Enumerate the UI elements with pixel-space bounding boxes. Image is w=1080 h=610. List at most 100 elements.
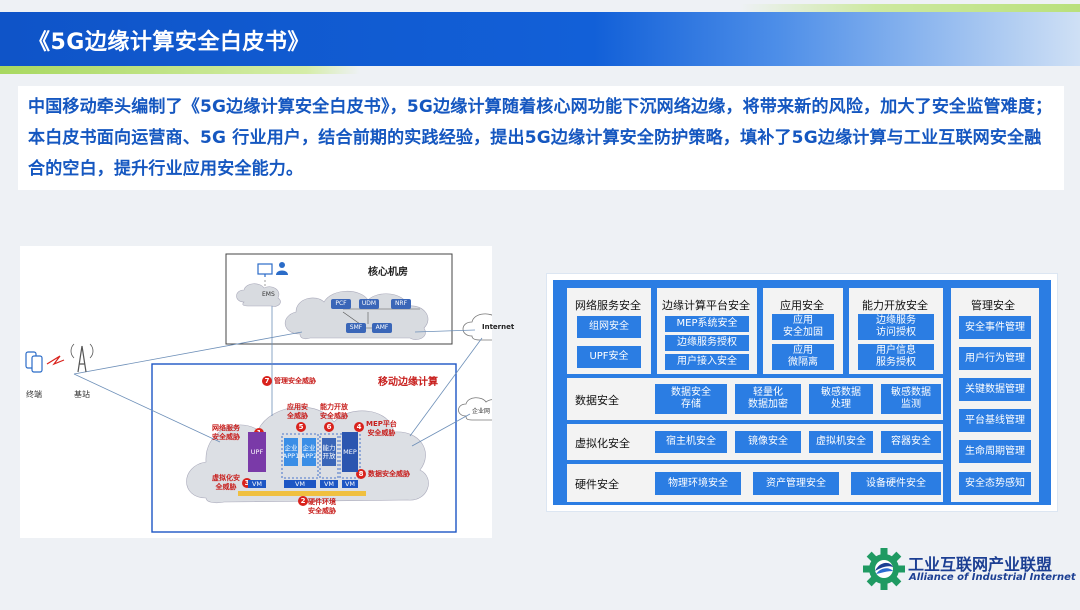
vm-box: VM: [284, 480, 316, 488]
item-asset-mgmt: 资产管理安全: [753, 472, 839, 495]
item-service-access-auth: 边缘服务 访问授权: [858, 314, 934, 340]
panel-network-service: 网络服务安全 组网安全 UPF安全: [567, 288, 651, 374]
panel-management: 管理安全 安全事件管理 用户行为管理 关键数据管理 平台基线管理 生命周期管理 …: [951, 288, 1039, 502]
mec-frame: [151, 363, 457, 533]
logo-chinese-name: 工业互联网产业联盟: [908, 555, 1053, 574]
nrf-node: NRF: [391, 299, 411, 309]
app2-box: 企业 APP2: [301, 438, 317, 466]
panel-capability: 能力开放安全 边缘服务 访问授权 用户信息 服务授权: [849, 288, 943, 374]
panel-hardware: 硬件安全 物理环境安全 资产管理安全 设备硬件安全: [567, 464, 943, 502]
threat-label: 管理安全威胁: [274, 377, 316, 385]
udm-node: UDM: [359, 299, 379, 309]
panel-virtualization: 虚拟化安全 宿主机安全 镜像安全 虚拟机安全 容器安全: [567, 424, 943, 460]
threat-number: 6: [324, 422, 334, 432]
signal-icon: [46, 355, 65, 366]
internet-label: Internet: [482, 323, 515, 331]
item-user-info-auth: 用户信息 服务授权: [858, 344, 934, 370]
diagram-graphics: [25, 253, 492, 533]
header-accent-top: [740, 4, 1080, 14]
intro-panel: 中国移动牵头编制了《5G边缘计算安全白皮书》，5G边缘计算随着核心网功能下沉网络…: [18, 86, 1064, 190]
app1-box: 企业 APP1: [283, 438, 299, 466]
user-icon: [279, 262, 285, 268]
vm-box: VM: [342, 480, 358, 488]
enterprise-net-label: 企业网: [472, 408, 491, 415]
threat-label: 虚拟化安 全威胁: [212, 474, 240, 491]
item-sensitive-processing: 敏感数据 处理: [809, 384, 873, 414]
threat-label: 网络服务 安全威胁: [212, 424, 240, 441]
item-vm-security: 虚拟机安全: [809, 431, 873, 453]
vm-box: VM: [248, 480, 266, 488]
intro-text: 中国移动牵头编制了《5G边缘计算安全白皮书》，5G边缘计算随着核心网功能下沉网络…: [28, 97, 1053, 179]
item-physical-env: 物理环境安全: [655, 472, 741, 495]
threat-label: 硬件环境 安全威胁: [308, 498, 336, 515]
amf-node: AMF: [372, 323, 392, 333]
mec-title: 移动边缘计算: [378, 377, 438, 388]
core-room-frame: [225, 253, 453, 345]
vm-box: VM: [320, 480, 338, 488]
item-app-hardening: 应用 安全加固: [772, 314, 834, 340]
security-architecture: 网络服务安全 组网安全 UPF安全 边缘计算平台安全 MEP系统安全 边缘服务授…: [546, 273, 1058, 512]
item-edge-auth: 边缘服务授权: [665, 335, 749, 351]
panel-edge-platform: 边缘计算平台安全 MEP系统安全 边缘服务授权 用户接入安全: [657, 288, 757, 374]
mep-box: MEP: [342, 432, 358, 472]
panel-title: 边缘计算平台安全: [662, 299, 750, 312]
item-device-hardware: 设备硬件安全: [851, 472, 941, 495]
threat-label: 应用安 全威胁: [287, 403, 308, 420]
threat-label: 能力开放 安全威胁: [320, 403, 348, 420]
ems-cloud: [236, 283, 281, 307]
threat-label: 数据安全威胁: [368, 470, 410, 478]
item-sensitive-monitoring: 敏感数据 监测: [881, 384, 941, 414]
item-data-storage: 数据安全 存储: [655, 384, 727, 414]
threat-number: 3: [242, 478, 252, 488]
item-behavior-mgmt: 用户行为管理: [959, 347, 1031, 370]
upf-box: UPF: [248, 432, 266, 472]
item-networking-security: 组网安全: [577, 316, 641, 338]
threat-label: MEP平台 安全威胁: [366, 420, 397, 437]
item-container-security: 容器安全: [881, 431, 941, 453]
panel-title: 虚拟化安全: [575, 437, 630, 450]
antenna-icon: [77, 345, 87, 373]
mec-threat-diagram: PCF UDM NRF SMF AMF 核心机房 EMS Internet 企业…: [20, 246, 514, 538]
panel-title: 应用安全: [780, 299, 824, 312]
enterprise-cloud: [458, 397, 492, 421]
pcf-node: PCF: [331, 299, 351, 309]
threat-number: 5: [296, 422, 306, 432]
architecture-grid: 网络服务安全 组网安全 UPF安全 边缘计算平台安全 MEP系统安全 边缘服务授…: [553, 280, 1051, 505]
item-mep-security: MEP系统安全: [665, 316, 749, 332]
title-bar: [0, 12, 1080, 66]
threat-number: 4: [354, 422, 364, 432]
base-station-label: 基站: [74, 390, 90, 399]
page-title: 《5G边缘计算安全白皮书》: [28, 30, 310, 55]
monitor-icon: [257, 263, 273, 275]
threat-number: 7: [262, 376, 272, 386]
threat-number: 8: [356, 469, 366, 479]
item-host-security: 宿主机安全: [655, 431, 727, 453]
threat-number: 2: [298, 496, 308, 506]
panel-title: 能力开放安全: [862, 299, 928, 312]
panel-title: 数据安全: [575, 394, 619, 407]
panel-title: 管理安全: [971, 299, 1015, 312]
header-accent-bottom: [0, 66, 360, 74]
panel-title: 网络服务安全: [575, 299, 641, 312]
link-bs-core: [73, 331, 303, 375]
item-baseline-mgmt: 平台基线管理: [959, 409, 1031, 432]
terminal-label: 终端: [26, 390, 42, 399]
item-data-encryption: 轻量化 数据加密: [735, 384, 801, 414]
capability-box: 能力 开放: [322, 438, 336, 466]
gear-logo-icon: [863, 548, 905, 590]
item-situation-awareness: 安全态势感知: [959, 472, 1031, 495]
item-upf-security: UPF安全: [577, 346, 641, 368]
panel-data-security: 数据安全 数据安全 存储 轻量化 数据加密 敏感数据 处理 敏感数据 监测: [567, 378, 943, 420]
panel-app-security: 应用安全 应用 安全加固 应用 微隔离: [763, 288, 843, 374]
panel-title: 硬件安全: [575, 478, 619, 491]
item-key-data-mgmt: 关键数据管理: [959, 378, 1031, 401]
smf-node: SMF: [346, 323, 366, 333]
link-bs-upf: [73, 373, 221, 443]
item-app-isolation: 应用 微隔离: [772, 344, 834, 370]
app-group-frame: [281, 433, 319, 479]
hardware-bar: [238, 491, 366, 496]
internet-cloud: [462, 313, 492, 341]
item-lifecycle-mgmt: 生命周期管理: [959, 440, 1031, 463]
ems-label: EMS: [262, 291, 275, 298]
core-room-label: 核心机房: [368, 267, 408, 278]
